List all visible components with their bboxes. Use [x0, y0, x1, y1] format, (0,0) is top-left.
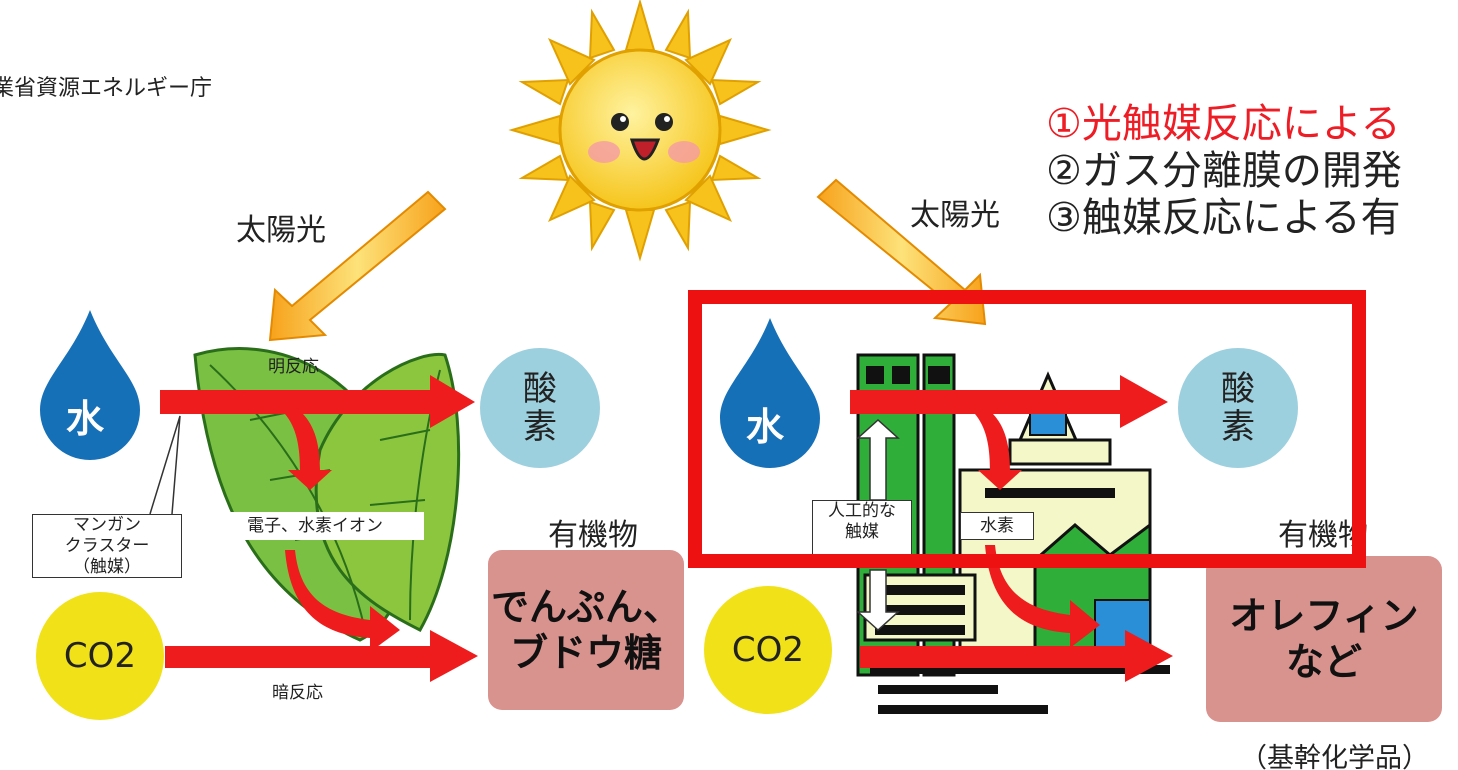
co2-circle-right: CO2	[704, 586, 832, 714]
sunlight-arrow-right	[816, 178, 987, 326]
sun-icon	[508, 0, 772, 262]
basic-chemicals-note: （基幹化学品）	[1240, 743, 1429, 770]
arrow-hydrogen-down-right	[930, 392, 1022, 490]
co2-circle-left: CO2	[36, 592, 164, 720]
electron-hydrogen-ion-label: 電子、水素イオン	[206, 512, 424, 540]
catalyst-vertical-arrow	[856, 418, 900, 632]
goal-3: ③触媒反応による有	[1046, 195, 1401, 241]
goal-1: ①光触媒反応による	[1046, 101, 1401, 147]
callout-pointer-left	[149, 415, 181, 515]
oxygen-circle-left: 酸 素	[480, 348, 600, 468]
oxygen-circle-right: 酸 素	[1178, 348, 1298, 468]
left-reaction-arrows	[160, 375, 478, 682]
product-box-right: オレフィン など	[1206, 556, 1442, 722]
water-drop-left-icon	[40, 310, 140, 460]
sunlight-arrow-left	[268, 190, 447, 342]
source-credit: 業省資源エネルギー庁	[0, 76, 213, 101]
arrow-water-to-oxygen-right	[850, 375, 1168, 428]
goal-2: ②ガス分離膜の開発	[1046, 148, 1402, 194]
light-reaction-label: 明反応	[268, 357, 319, 377]
arrow-water-to-oxygen-left	[160, 375, 475, 428]
artificial-catalyst-callout: 人工的な 触媒	[812, 500, 912, 560]
arrow-to-product-left	[285, 550, 400, 652]
hydrogen-label: 水素	[960, 512, 1034, 540]
product-box-left: でんぷん、 ブドウ糖	[488, 550, 684, 710]
dark-reaction-label: 暗反応	[272, 683, 323, 703]
right-reaction-arrows	[850, 375, 1173, 682]
leaf-illustration	[193, 347, 461, 642]
water-label-right: 水	[746, 405, 785, 449]
water-label-left: 水	[66, 397, 105, 441]
highlight-frame	[688, 290, 1366, 568]
arrow-co2-left	[165, 630, 478, 682]
arrow-to-product-right	[985, 545, 1100, 648]
water-drop-right-icon	[720, 318, 820, 468]
organic-label-left: 有機物	[548, 518, 638, 553]
arrow-electron-down-left	[240, 392, 332, 490]
arrow-co2-right	[860, 630, 1173, 682]
sunlight-label-left: 太陽光	[236, 213, 326, 248]
manganese-cluster-callout: マンガン クラスター （触媒）	[32, 514, 182, 578]
sunlight-label-right: 太陽光	[910, 198, 1000, 233]
